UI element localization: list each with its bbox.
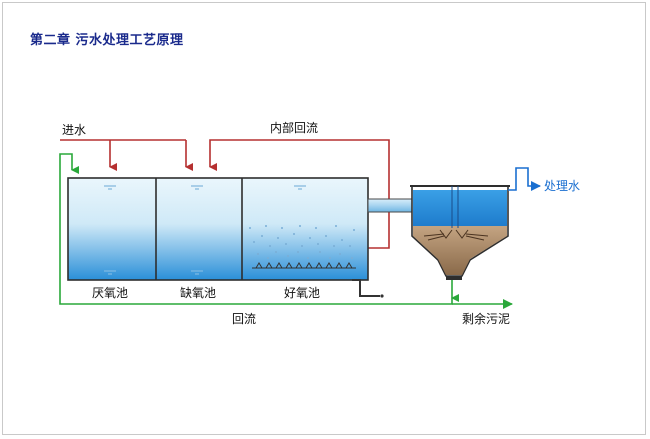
aeration-bubbles [249,225,355,259]
connecting-pipe [367,198,413,213]
inflow-label: 进水 [62,123,86,137]
aerobic-tank-label: 好氧池 [284,286,320,300]
internal-recirculation-line [209,139,390,249]
inflow-line [60,139,193,171]
internal-recirculation-label: 内部回流 [270,120,318,135]
tank-block [67,177,369,281]
return-flow-label: 回流 [232,312,256,326]
anoxic-tank-label: 缺氧池 [180,285,216,300]
anaerobic-tank-label: 厌氧池 [92,286,128,300]
treated-water-label: 处理水 [544,179,580,193]
return-flow-line [59,153,513,309]
treated-water-line [508,167,541,191]
air-supply-pipe [352,279,384,298]
aerator-diffuser [252,262,356,269]
chapter-title: 第二章 污水处理工艺原理 [30,33,184,48]
clarifier [410,185,510,280]
excess-sludge-label: 剩余污泥 [462,311,510,326]
